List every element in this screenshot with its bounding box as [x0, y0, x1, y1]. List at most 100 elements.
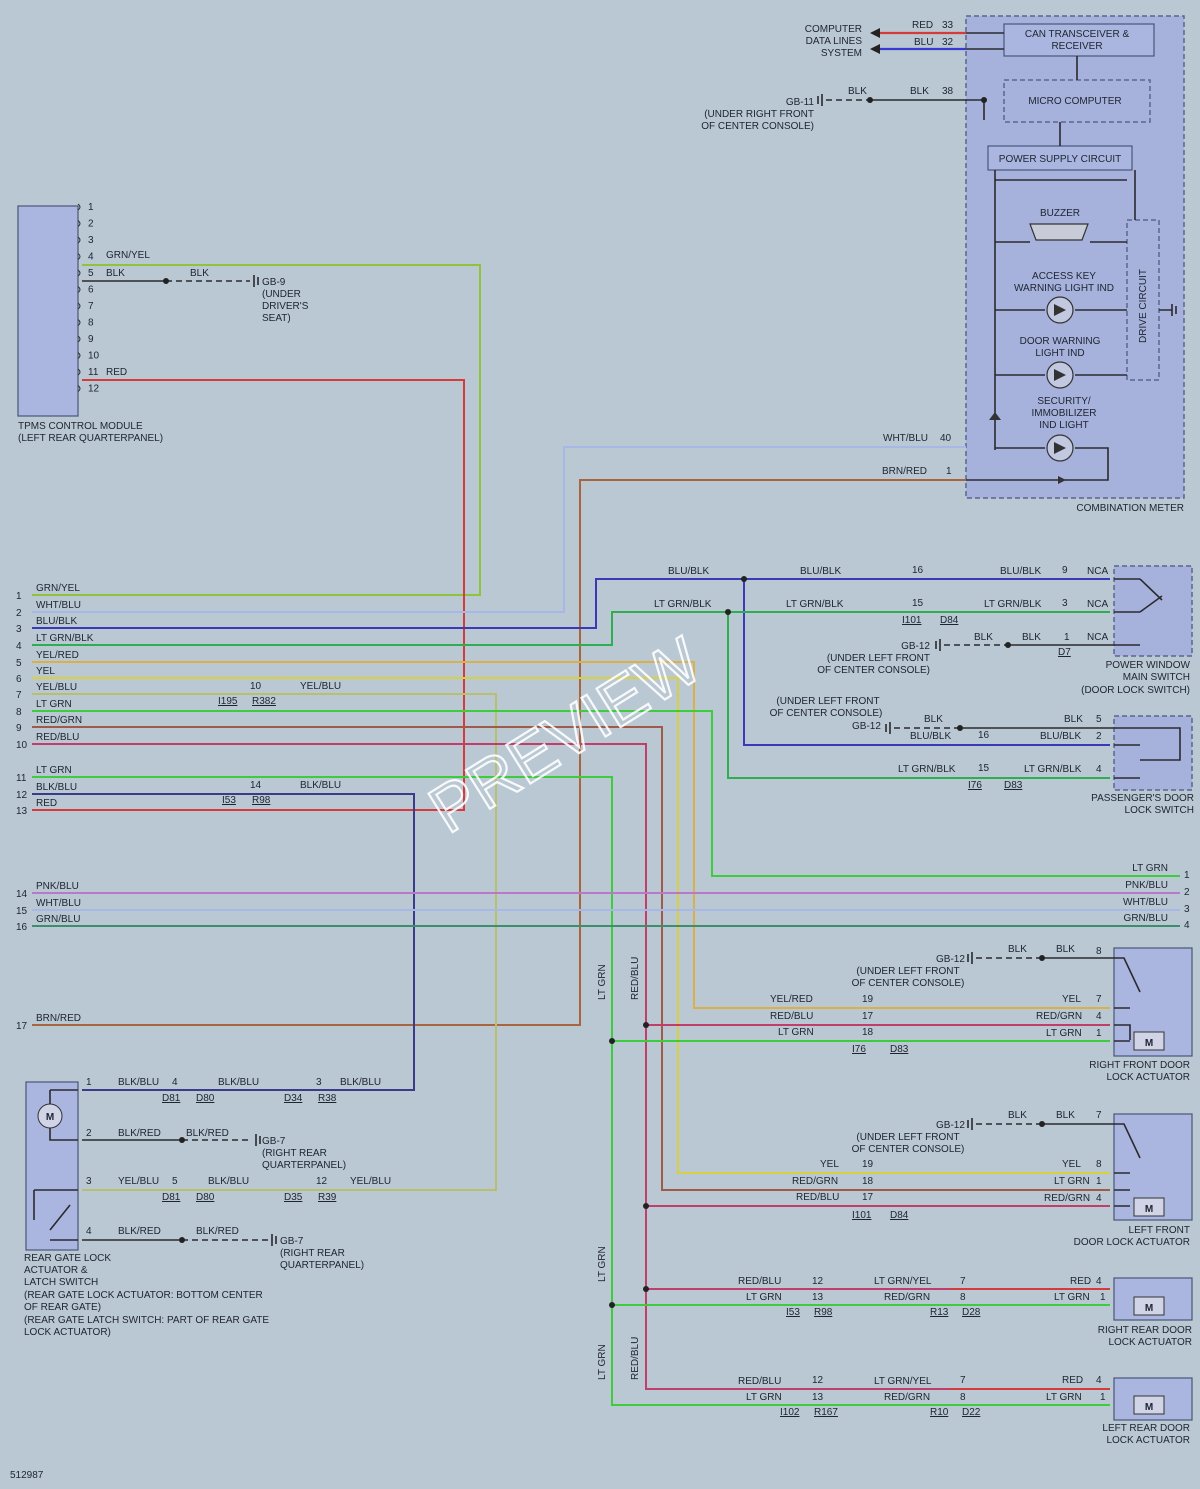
- rg-title-5: OF REAR GATE): [24, 1302, 101, 1313]
- lf-redgrn: RED/GRN: [792, 1176, 838, 1187]
- left-bus-pin: 17: [16, 1021, 28, 1032]
- lf-blk-2: BLK: [1056, 1110, 1075, 1121]
- lr-ltgrnyel: LT GRN/YEL: [874, 1376, 932, 1387]
- rf-gb12-loc-2: OF CENTER CONSOLE): [852, 978, 965, 989]
- whtblu-40-label: WHT/BLU: [883, 433, 928, 444]
- blk-38-label: BLK: [910, 86, 929, 97]
- pw-d7: D7: [1058, 647, 1071, 658]
- tpms-pin-connector-icon: [77, 203, 81, 211]
- gb11-loc-2: OF CENTER CONSOLE): [701, 121, 814, 132]
- lf-pin-17: 17: [862, 1192, 874, 1203]
- tpms-pin-label: 3: [88, 235, 94, 246]
- lr-i102: I102: [780, 1407, 800, 1418]
- rr-ltgrn-2: LT GRN: [1054, 1292, 1090, 1303]
- lr-pin-8: 8: [960, 1392, 966, 1403]
- micro-computer-label: MICRO COMPUTER: [1028, 96, 1121, 107]
- pw-ltgrnblk-1: LT GRN/BLK: [654, 599, 712, 610]
- lf-motor-icon: [1133, 1197, 1165, 1217]
- ps-pin-5: 5: [1096, 714, 1102, 725]
- lf-gnd-junction: [1039, 1121, 1045, 1127]
- rr-r98: R98: [814, 1307, 833, 1318]
- lf-motor-label: M: [1145, 1204, 1153, 1215]
- lr-title-2: LOCK ACTUATOR: [1106, 1435, 1190, 1446]
- left-bus-pin: 16: [16, 922, 28, 933]
- rf-redblu: RED/BLU: [770, 1011, 813, 1022]
- rg-blkred-1: BLK/RED: [118, 1128, 161, 1139]
- rf-pin-8: 8: [1096, 946, 1102, 957]
- ps-gb12-loc-2: OF CENTER CONSOLE): [770, 708, 883, 719]
- ps-title-2: LOCK SWITCH: [1125, 805, 1194, 816]
- lf-pin-4: 4: [1096, 1193, 1102, 1204]
- rf-ltgrn-2: LT GRN: [1046, 1028, 1082, 1039]
- gb9-junction: [163, 278, 169, 284]
- rf-motor-label: M: [1145, 1038, 1153, 1049]
- lf-title-1: LEFT FRONT: [1129, 1225, 1190, 1236]
- pw-ltgrnblk-3: LT GRN/BLK: [984, 599, 1042, 610]
- left-bus-pin: 1: [16, 591, 22, 602]
- pw-title-3: (DOOR LOCK SWITCH): [1081, 685, 1190, 696]
- left-bus-wire-label: YEL/RED: [36, 650, 79, 661]
- rear-gate-contacts: [33, 1089, 78, 1241]
- rg-title-7: LOCK ACTUATOR): [24, 1327, 111, 1338]
- lf-door-contacts: [1114, 1123, 1141, 1207]
- blk-gb11-label: BLK: [848, 86, 867, 97]
- ps-i76: I76: [968, 780, 982, 791]
- rg-blkblu-1: BLK/BLU: [118, 1077, 159, 1088]
- rg-c3: 3: [316, 1077, 322, 1088]
- lr-r10: R10: [930, 1407, 949, 1418]
- rf-redgrn: RED/GRN: [1036, 1011, 1082, 1022]
- left-bus-pin: 7: [16, 690, 22, 701]
- lr-title-1: LEFT REAR DOOR: [1102, 1423, 1190, 1434]
- rg-d80-2: D80: [196, 1192, 215, 1203]
- rr-pin-1: 1: [1100, 1292, 1106, 1303]
- pw-title-2: MAIN SWITCH: [1123, 672, 1190, 683]
- rr-motor-icon: [1133, 1296, 1165, 1316]
- right-out-wire-label: LT GRN: [1132, 863, 1168, 874]
- rg-ground-icon-1: [255, 1134, 261, 1146]
- left-bus-pin: 12: [16, 790, 28, 801]
- rf-pin-17: 17: [862, 1011, 874, 1022]
- pw-pin-9: 9: [1062, 565, 1068, 576]
- pin-1-meter-label: 1: [946, 466, 952, 477]
- left-bus-wire-label: BRN/RED: [36, 1013, 81, 1024]
- passenger-switch-contacts: [1114, 727, 1181, 779]
- red-33-label: RED: [912, 20, 933, 31]
- ps-pin-2: 2: [1096, 731, 1102, 742]
- buzzer-icon: [1029, 223, 1089, 241]
- lr-pin-4: 4: [1096, 1375, 1102, 1386]
- splice-i53: I53: [222, 795, 236, 806]
- left-bus-pin: 14: [16, 889, 28, 900]
- tpms-title-1: TPMS CONTROL MODULE: [18, 421, 143, 432]
- rg-d81-2: D81: [162, 1192, 181, 1203]
- lr-pin-1: 1: [1100, 1392, 1106, 1403]
- lr-r167: R167: [814, 1407, 838, 1418]
- power-window-switch: BLU/BLK BLU/BLK BLU/BLK 16 9 NCA LT GRN/…: [654, 565, 1193, 696]
- left-bus-splices: 10 YEL/BLU I195 R382 14 BLK/BLU I53 R98: [218, 681, 341, 806]
- tpms-pin-label: 10: [88, 351, 100, 362]
- right-out-pin: 1: [1184, 870, 1190, 881]
- rf-door-actuator: M GB-12 (UNDER LEFT FRONT OF CENTER CONS…: [770, 944, 1193, 1083]
- rear-gate-actuator: M 1 BLK/BLU 4 BLK/BLU 3 BLK/BLU D81 D80 …: [24, 1077, 391, 1338]
- computer-label-1: COMPUTER: [805, 24, 862, 35]
- wire-brnred-1: [32, 479, 966, 1026]
- tpms-pin-connector-icon: [77, 286, 81, 293]
- tpms-pin-label: 2: [88, 219, 94, 230]
- meter-diode-2-icon: [1058, 476, 1066, 484]
- rr-pin-12: 12: [812, 1276, 824, 1287]
- lr-ltgrn-2: LT GRN: [1046, 1392, 1082, 1403]
- rg-blkred-2: BLK/RED: [186, 1128, 229, 1139]
- pw-blublk-2: BLU/BLK: [800, 566, 841, 577]
- left-bus-pin: 13: [16, 806, 28, 817]
- lf-ground-icon: [967, 1118, 973, 1130]
- rg-blkblu-2: BLK/BLU: [218, 1077, 259, 1088]
- door-warning-label-1: DOOR WARNING: [1020, 336, 1101, 347]
- can-label-1: CAN TRANSCEIVER &: [1025, 29, 1130, 40]
- can-label-2: RECEIVER: [1051, 41, 1102, 52]
- preview-watermark: PREVIEW: [416, 622, 714, 846]
- arrow-blu-icon: [870, 44, 880, 54]
- left-bus-pin: 10: [16, 740, 28, 751]
- lr-redblu: RED/BLU: [738, 1376, 781, 1387]
- rf-pin-4: 4: [1096, 1011, 1102, 1022]
- rg-blkred-4: BLK/RED: [196, 1226, 239, 1237]
